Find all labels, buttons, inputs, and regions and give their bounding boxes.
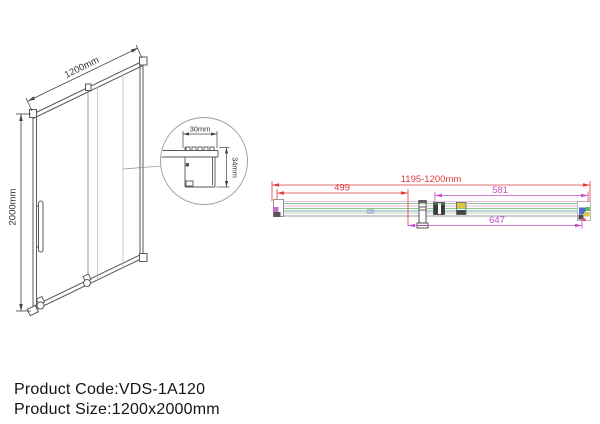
divider-hanger-bracket bbox=[85, 83, 92, 91]
top-right-bracket bbox=[139, 56, 148, 66]
plan-right-section-dimension: 581 bbox=[434, 185, 589, 203]
plan-right-section-dimension-label: 581 bbox=[492, 185, 508, 196]
product-code-value: VDS-1A120 bbox=[118, 381, 206, 398]
plan-roller-carriage-b bbox=[456, 202, 467, 215]
detail-leader-line bbox=[122, 165, 162, 170]
bottom-roller-left bbox=[35, 295, 46, 310]
detail-rail-section bbox=[161, 146, 219, 188]
bottom-left-cap bbox=[26, 304, 40, 317]
plan-bottom-section-dimension: 647 bbox=[408, 215, 583, 229]
plan-guide-marker bbox=[366, 209, 375, 214]
detail-dimensions: 30mm 34mm bbox=[182, 125, 240, 188]
detail-width-dimension-label: 30mm bbox=[190, 125, 211, 134]
plan-view: 1195-1200mm 499 581 647 bbox=[271, 174, 591, 229]
product-code-line: Product Code:VDS-1A120 bbox=[14, 380, 220, 400]
plan-right-end-block bbox=[577, 201, 591, 221]
plan-overall-dimension: 1195-1200mm bbox=[271, 174, 591, 201]
product-code-label: Product Code: bbox=[14, 381, 119, 398]
front-height-dimension-label: 2000mm bbox=[8, 188, 19, 225]
plan-left-section-dimension: 499 bbox=[276, 183, 409, 226]
front-view bbox=[26, 56, 148, 317]
plan-support-bracket bbox=[416, 200, 429, 229]
detail-view: 30mm 34mm bbox=[122, 117, 248, 205]
top-left-bracket bbox=[29, 109, 37, 118]
bottom-roller-middle bbox=[82, 273, 92, 287]
detail-circle bbox=[160, 117, 248, 205]
front-view-dimensions: 1200mm 2000mm bbox=[8, 44, 143, 312]
right-post bbox=[139, 61, 144, 258]
product-size-line: Product Size:1200x2000mm bbox=[14, 400, 220, 420]
detail-height-dimension-label: 34mm bbox=[231, 157, 240, 178]
left-post bbox=[32, 114, 37, 311]
door-handle bbox=[36, 200, 44, 253]
plan-body-lines bbox=[274, 201, 590, 217]
plan-overall-dimension-label: 1195-1200mm bbox=[401, 174, 462, 185]
product-size-label: Product Size: bbox=[14, 400, 112, 418]
bottom-right-cap bbox=[139, 253, 148, 262]
product-size-value: 1200x2000mm bbox=[111, 400, 220, 418]
plan-bottom-section-dimension-label: 647 bbox=[489, 215, 505, 226]
glass-panel-edges bbox=[87, 74, 124, 284]
product-info: Product Code:VDS-1A120 Product Size:1200… bbox=[14, 380, 220, 419]
front-width-dimension-label: 1200mm bbox=[63, 55, 101, 81]
plan-roller-carriage-a bbox=[433, 202, 445, 215]
plan-left-wall-profile bbox=[273, 199, 284, 217]
plan-left-section-dimension-label: 499 bbox=[334, 183, 350, 194]
